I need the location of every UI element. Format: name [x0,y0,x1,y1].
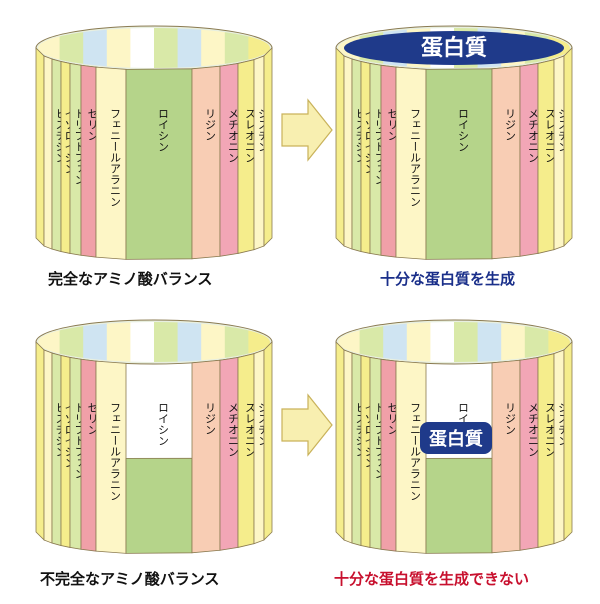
right-arrow-icon [281,393,333,457]
back-stave [130,322,155,362]
caption-incomplete-balance: 不完全なアミノ酸バランス [40,570,220,588]
back-stave [177,322,202,362]
stave [553,349,565,545]
stave [125,68,193,260]
stave-label: メチオニン [227,402,240,457]
back-stave [430,322,455,362]
stave [553,55,565,251]
stave-label: リジン [204,402,217,435]
stave-label: スレオニン [244,108,257,163]
back-stave [383,322,408,362]
back-stave [454,322,479,362]
stave [563,341,573,541]
stave [425,68,493,260]
back-stave [501,322,526,362]
back-stave [83,322,108,362]
stave [343,55,353,250]
back-stave [406,322,431,362]
stave [335,47,345,247]
back-stave [154,28,179,68]
stave [80,358,97,552]
stave [191,65,221,260]
stave-label: フェニールアラニン [409,108,422,207]
stave [343,349,353,544]
barrel-incomplete-protein: ヒスチジンイソロイシントリプトファンセリンフェニールアラニンロイシンリジンメチオ… [335,319,573,554]
stave [491,65,521,260]
stave [263,47,273,247]
back-stave [83,28,108,68]
stave-label: フェニールアラニン [109,402,122,501]
caption-sufficient-protein: 十分な蛋白質を生成 [380,270,516,288]
stave-label: メチオニン [527,402,540,457]
stave [491,359,521,554]
stave [35,341,45,541]
back-stave [477,322,502,362]
back-stave [201,28,226,68]
stave-label: ロイシン [457,108,470,152]
stave [43,55,53,250]
stave [253,55,265,251]
stave-label: メチオニン [227,108,240,163]
protein-fill [420,422,492,454]
back-stave [154,322,179,362]
protein-label: 蛋白質 [429,428,483,450]
stave [191,359,221,554]
stave-label: リジン [504,402,517,435]
stave [253,349,265,545]
back-stave [106,322,131,362]
stave-label: リジン [204,108,217,141]
protein-fill [344,31,564,65]
stave [335,341,345,541]
stave-label: スレオニン [244,402,257,457]
stave [80,64,97,258]
stave [263,341,273,541]
stave [125,457,193,554]
stave-label: リジン [504,108,517,141]
back-stave [130,28,155,68]
stave-label: ロイシン [157,108,170,152]
back-stave [177,28,202,68]
back-stave [106,28,131,68]
stave [425,457,493,554]
stave [380,358,397,552]
caption-complete-balance: 完全なアミノ酸バランス [48,270,213,288]
stave-label: スレオニン [544,108,557,163]
caption-insufficient-protein: 十分な蛋白質を生成できない [334,570,530,588]
stave [43,349,53,544]
stave [35,47,45,247]
stave-label: ロイシン [157,402,170,446]
stave-label: フェニールアラニン [109,108,122,207]
stave-label: スレオニン [544,402,557,457]
back-stave [201,322,226,362]
protein-label: 蛋白質 [421,35,487,61]
barrel-complete-protein: ヒスチジンイソロイシントリプトファンセリンフェニールアラニンロイシンリジンメチオ… [335,25,573,260]
stave [380,64,397,258]
stave-label: フェニールアラニン [409,402,422,501]
barrel-incomplete: ヒスチジンイソロイシントリプトファンセリンフェニールアラニンロイシンリジンメチオ… [35,319,273,554]
right-arrow-icon [281,98,333,162]
stave-label: メチオニン [527,108,540,163]
stave [563,47,573,247]
barrel-complete: ヒスチジンイソロイシントリプトファンセリンフェニールアラニンロイシンリジンメチオ… [35,25,273,260]
